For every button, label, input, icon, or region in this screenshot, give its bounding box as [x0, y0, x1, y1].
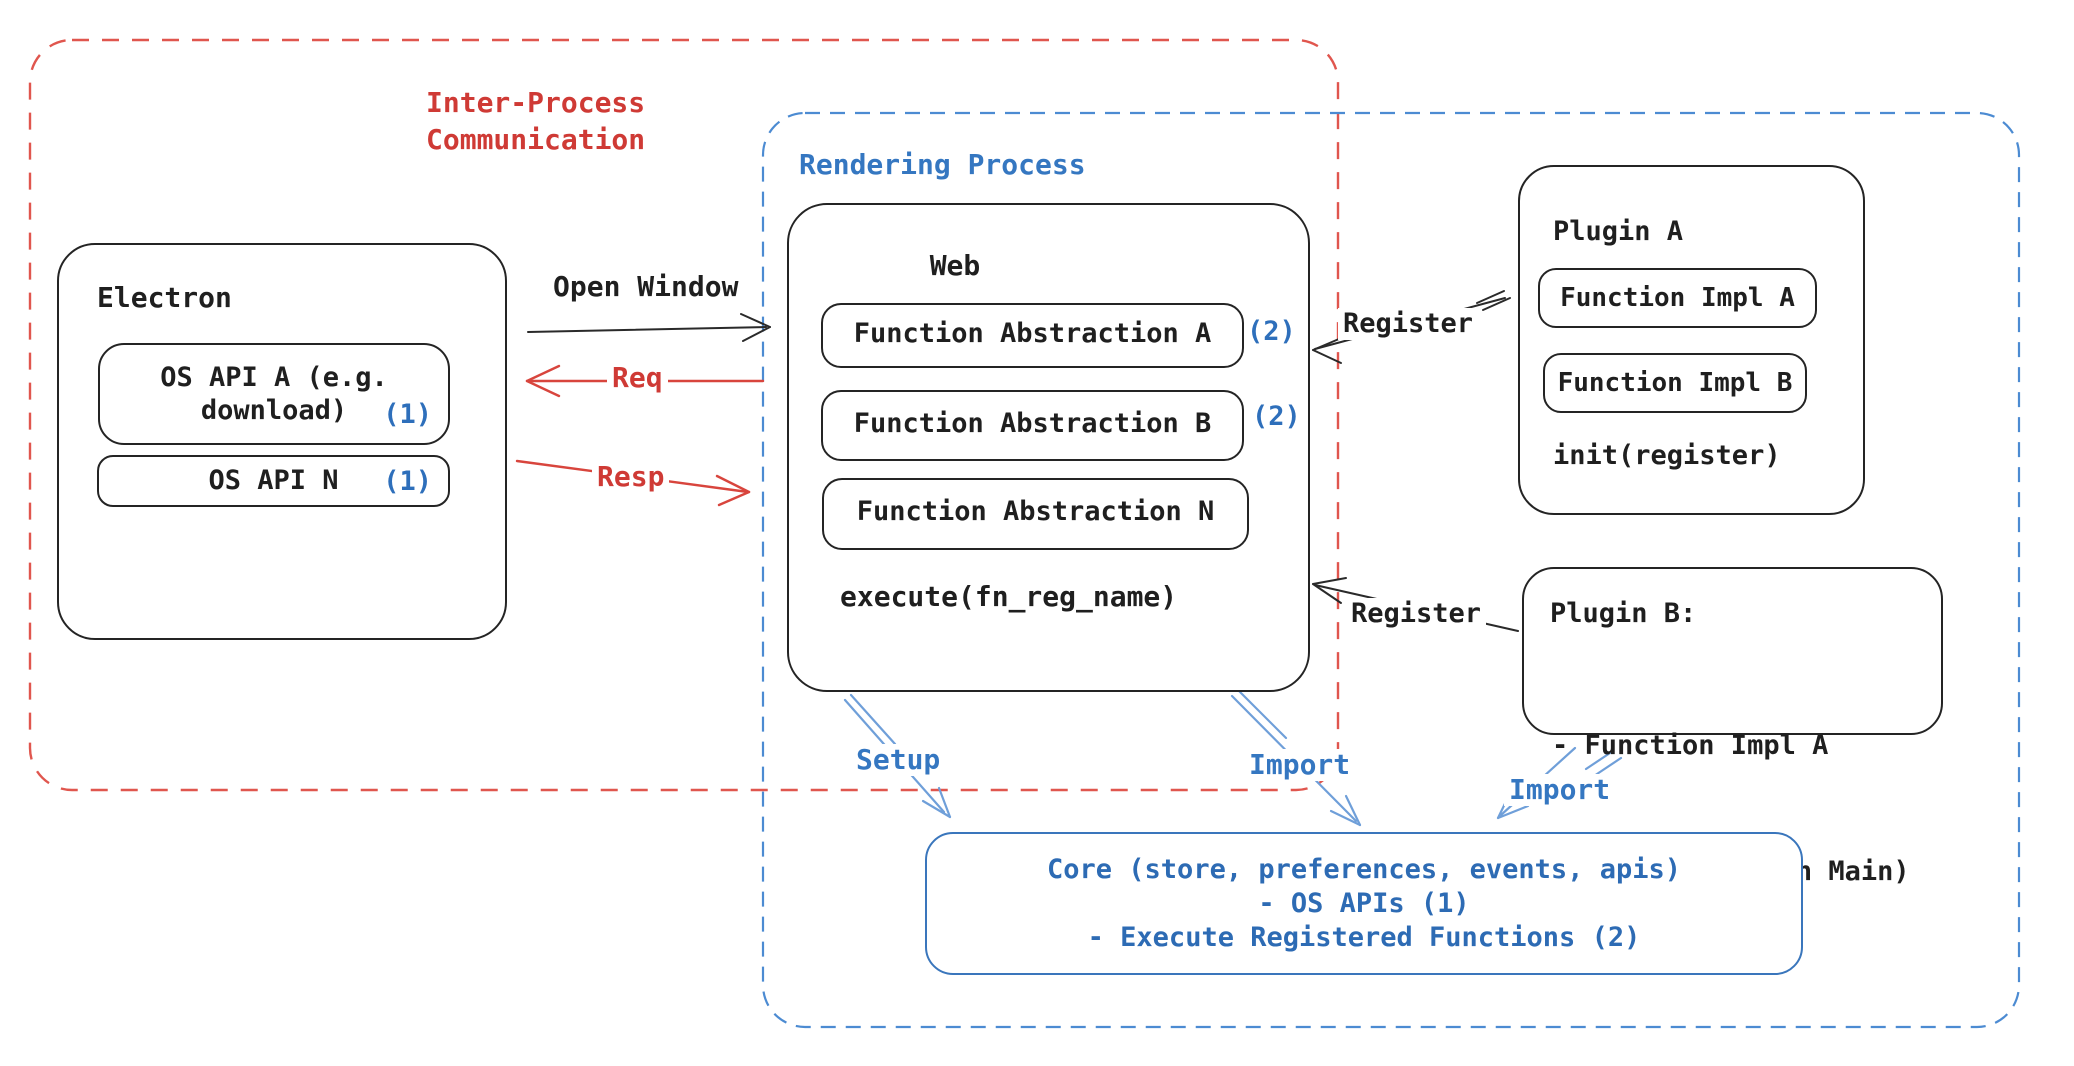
core-line-execute: - Execute Registered Functions (2)	[1087, 921, 1641, 953]
function-impl-a-box: Function Impl A	[1538, 268, 1817, 328]
core-line-os-apis: - OS APIs (1)	[1258, 887, 1470, 919]
open-window-arrow-label: Open Window	[553, 270, 739, 303]
register-top-arrow-label: Register	[1338, 308, 1479, 340]
import-mid-arrow-label: Import	[1244, 749, 1356, 781]
os-api-a-box: OS API A (e.g. download) (1)	[98, 343, 450, 445]
plugin-a-init-text: init(register)	[1553, 440, 1781, 471]
setup-arrow-label: Setup	[851, 744, 946, 776]
plugin-b-line-impl-a: - Function Impl A	[1552, 730, 1829, 761]
os-api-a-badge: (1)	[383, 399, 432, 430]
os-api-n-badge: (1)	[383, 466, 432, 497]
os-api-a-label: OS API A (e.g. download)	[160, 362, 388, 426]
function-impl-b-label: Function Impl B	[1557, 368, 1793, 398]
function-abstraction-a-label: Function Abstraction A	[853, 318, 1212, 349]
electron-title: Electron	[97, 281, 232, 314]
plugin-a-box	[1518, 165, 1865, 515]
function-abstraction-n-label: Function Abstraction N	[856, 496, 1215, 527]
function-abstraction-b-badge: (2)	[1252, 401, 1301, 432]
function-impl-a-label: Function Impl A	[1560, 283, 1795, 313]
plugin-b-title: Plugin B:	[1550, 598, 1697, 629]
resp-arrow-label: Resp	[592, 461, 670, 493]
core-line-title: Core (store, preferences, events, apis)	[1047, 853, 1681, 885]
function-abstraction-n-box: Function Abstraction N	[822, 478, 1249, 550]
req-arrow-label: Req	[607, 362, 668, 394]
ipc-group-label: Inter-Process Communication	[426, 84, 645, 158]
function-abstraction-a-box: Function Abstraction A	[821, 303, 1244, 368]
function-impl-b-box: Function Impl B	[1543, 353, 1807, 413]
import-right-arrow-label: Import	[1504, 774, 1616, 806]
function-abstraction-a-badge: (2)	[1247, 316, 1296, 347]
core-box: Core (store, preferences, events, apis) …	[925, 832, 1803, 975]
ipc-group-label-line1: Inter-Process	[426, 86, 646, 119]
os-api-n-label: OS API N	[208, 465, 339, 496]
os-api-n-box: OS API N (1)	[97, 455, 450, 507]
open-window-arrow	[527, 313, 771, 342]
web-execute-text: execute(fn_reg_name)	[840, 580, 1178, 613]
web-title: Web	[929, 249, 981, 282]
function-abstraction-b-box: Function Abstraction B	[821, 390, 1244, 461]
function-abstraction-b-label: Function Abstraction B	[853, 408, 1212, 439]
plugin-a-title: Plugin A	[1553, 216, 1684, 247]
ipc-group-label-line2: Communication	[426, 123, 646, 156]
rendering-group-label: Rendering Process	[799, 148, 1086, 181]
register-bottom-arrow-label: Register	[1346, 598, 1487, 630]
plugin-b-box	[1522, 567, 1943, 735]
